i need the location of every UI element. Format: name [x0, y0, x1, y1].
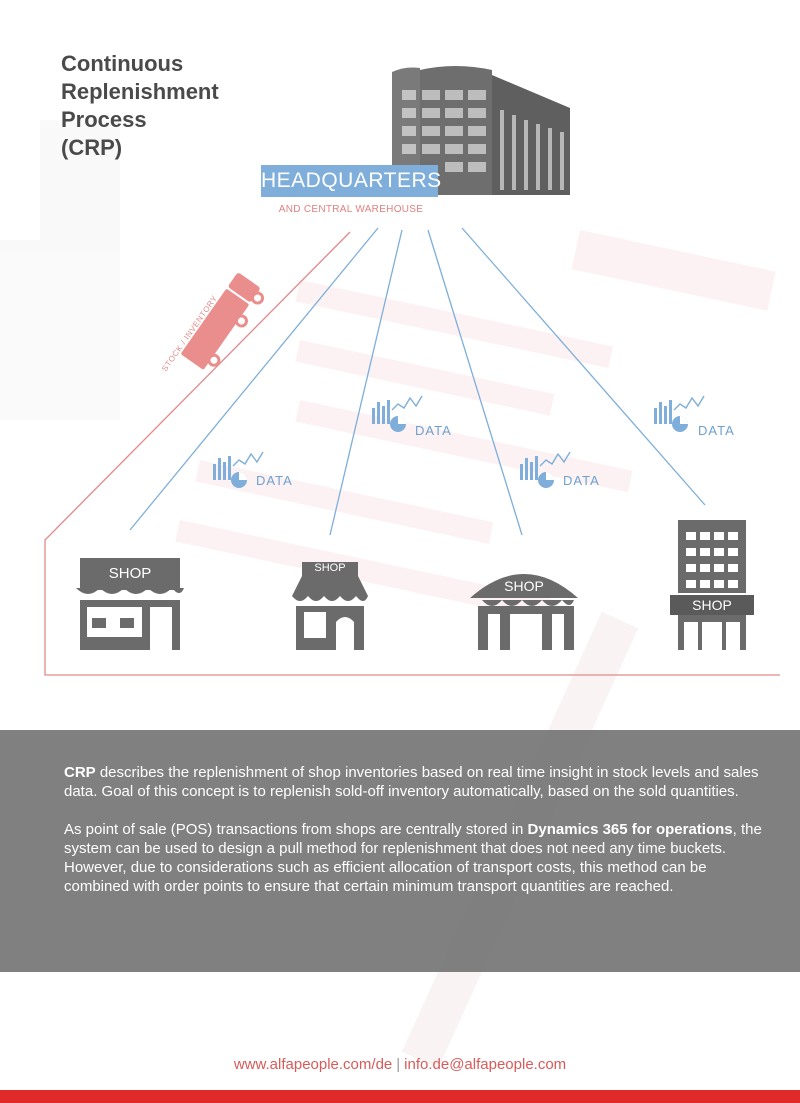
data-chart-icon	[372, 395, 423, 432]
info-panel	[0, 730, 800, 972]
footer-separator: |	[396, 1056, 401, 1073]
headquarters-sublabel: AND CENTRAL WAREHOUSE	[278, 204, 424, 215]
info-text: CRP describes the replenishment of shop …	[64, 763, 764, 915]
title-line-3: Process	[61, 107, 147, 132]
footer: www.alfapeople.com/de|info.de@alfapeople…	[0, 1056, 800, 1073]
data-chart-icon	[520, 451, 571, 488]
page-title: Continuous Replenishment Process (CRP)	[61, 50, 219, 162]
shop-4-label: SHOP	[692, 597, 732, 613]
headquarters-label: HEADQUARTERS	[261, 165, 441, 197]
shop-4-icon	[670, 520, 754, 650]
title-line-4: (CRP)	[61, 135, 123, 160]
data-line-shop-3	[427, 229, 523, 536]
website-link[interactable]: www.alfapeople.com/de	[233, 1056, 393, 1073]
data-label-2: DATA	[415, 423, 452, 438]
crp-diagram	[44, 66, 780, 676]
data-label-4: DATA	[698, 423, 735, 438]
shop-3-label: SHOP	[504, 578, 544, 594]
info-paragraph-1-text: describes the replenishment of shop inve…	[64, 764, 759, 800]
data-label-3: DATA	[563, 473, 600, 488]
title-line-2: Replenishment	[61, 79, 219, 104]
data-label-1: DATA	[256, 473, 293, 488]
data-line-shop-2	[329, 229, 403, 536]
headquarters-building-icon	[392, 66, 570, 195]
info-paragraph-2-start: As point of sale (POS) transactions from…	[64, 821, 528, 838]
data-line-shop-1	[129, 227, 379, 531]
title-line-1: Continuous	[61, 51, 184, 76]
data-flow-lines	[129, 227, 706, 536]
shop-2-label: SHOP	[314, 562, 346, 574]
shop-1-icon	[76, 558, 184, 650]
truck-icon	[181, 273, 265, 370]
info-paragraph-1: CRP describes the replenishment of shop …	[64, 763, 764, 801]
info-paragraph-2-rest: , the system can be used to design a pul…	[64, 821, 762, 895]
shop-2-icon	[292, 562, 368, 650]
email-link[interactable]: info.de@alfapeople.com	[404, 1056, 567, 1073]
data-chart-icon	[213, 451, 264, 488]
stock-route-line	[44, 231, 780, 676]
info-paragraph-2: As point of sale (POS) transactions from…	[64, 820, 764, 896]
data-chart-icon	[654, 395, 705, 432]
data-line-shop-4	[461, 227, 706, 506]
dynamics-365-emphasis: Dynamics 365 for operations	[527, 821, 733, 838]
bottom-accent-bar	[0, 1090, 800, 1103]
crp-abbreviation: CRP	[64, 764, 96, 781]
shop-1-label: SHOP	[108, 565, 152, 582]
shop-3-icon	[470, 574, 578, 650]
